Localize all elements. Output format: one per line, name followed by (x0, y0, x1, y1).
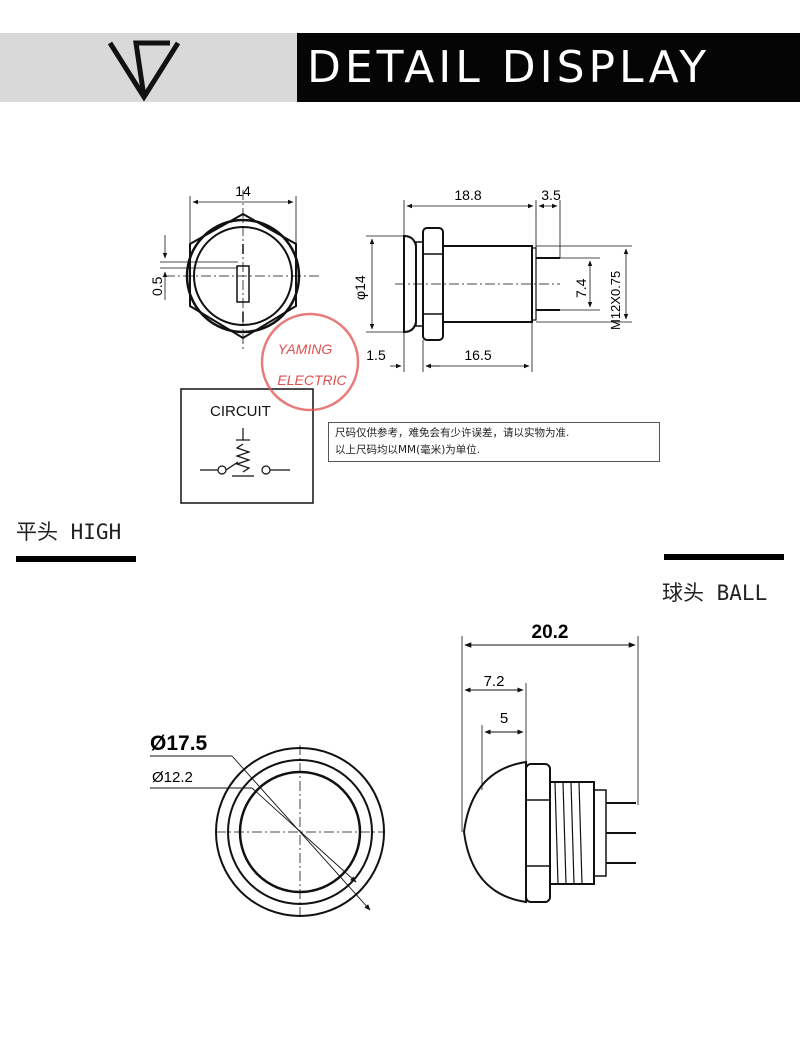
note-box: 尺码仅供参考，难免会有少许误差，请以实物为准. 以上尺码均以MM(毫米)为单位. (328, 422, 660, 462)
head-length-label: 7.2 (484, 673, 505, 690)
front-offset-label: 0.5 (149, 276, 165, 296)
pin-length-label: 3.5 (541, 187, 561, 203)
note-line-1: 尺码仅供参考，难免会有少许误差，请以实物为准. (335, 427, 570, 439)
outer-diameter-label: Ø17.5 (150, 732, 208, 755)
pin-spacing-label: 7.4 (573, 278, 589, 298)
ball-front-view (150, 745, 385, 920)
page-title: DETAIL DISPLAY (307, 42, 711, 93)
circuit-box (180, 388, 314, 504)
body-length-label: 16.5 (464, 347, 491, 363)
triangle-v-logo-icon (108, 40, 180, 101)
top-technical-drawing: 14 0.5 18.8 (149, 183, 632, 504)
thread-label: M12X0.75 (608, 271, 623, 330)
side-view (366, 200, 632, 372)
diameter-label: φ14 (352, 275, 368, 300)
section-bar-high (16, 556, 136, 562)
circuit-label: CIRCUIT (210, 403, 271, 420)
watermark-line2: ELECTRIC (277, 372, 347, 388)
dome-length-label: 5 (500, 710, 508, 727)
front-view (160, 190, 320, 350)
section-label-high: 平头 HIGH (16, 520, 122, 544)
side-length-label: 18.8 (454, 187, 481, 203)
watermark-line1: YAMING (278, 341, 333, 357)
section-label-ball: 球头 BALL (662, 581, 768, 605)
section-bar-ball (664, 554, 784, 560)
watermark-stamp (260, 312, 360, 412)
inner-diameter-label: Ø12.2 (152, 769, 193, 786)
ball-side-view (461, 636, 639, 904)
front-width-label: 14 (235, 183, 251, 199)
total-length-label: 20.2 (532, 622, 569, 643)
flange-label: 1.5 (366, 347, 386, 363)
note-line-2: 以上尺码均以MM(毫米)为单位. (335, 444, 481, 456)
header-banner: DETAIL DISPLAY (297, 33, 800, 102)
